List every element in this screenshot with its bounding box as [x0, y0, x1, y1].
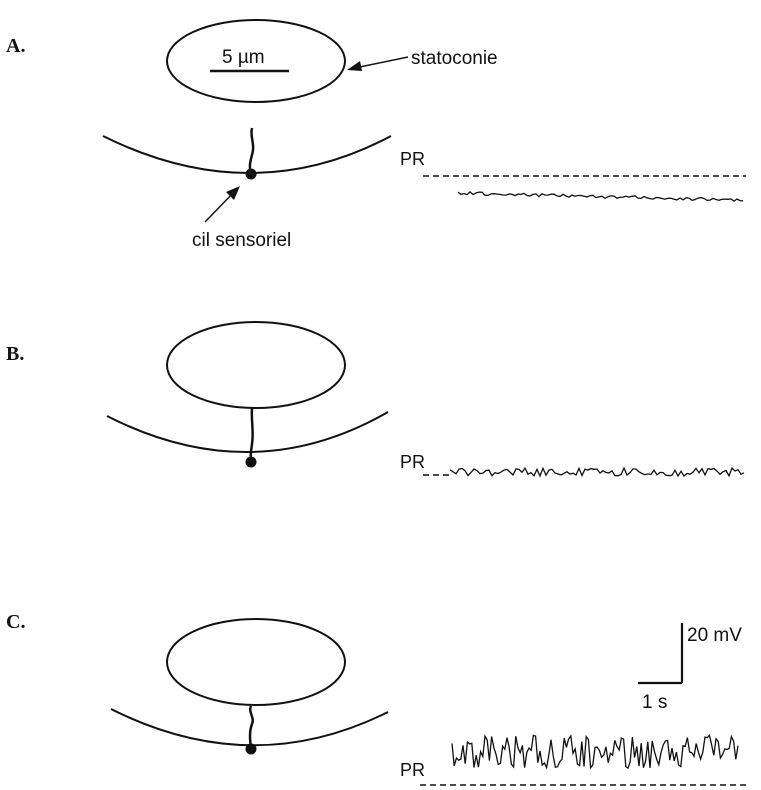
cil-arrowhead [226, 186, 240, 200]
panel-a: A. 5 µm statoconie cil sensoriel PR [6, 19, 746, 251]
scale-bar-label: 5 µm [222, 47, 265, 68]
panel-a-trace [457, 191, 744, 202]
panel-c: C. 20 mV 1 s PR [6, 611, 746, 786]
voltage-scale-label: 20 mV [687, 625, 742, 646]
panel-a-pr-label: PR [400, 149, 425, 169]
cell-body [245, 168, 257, 180]
time-scale-label: 1 s [642, 692, 667, 713]
panel-b-trace [449, 466, 745, 478]
cilium [248, 705, 254, 750]
panel-a-label: A. [6, 35, 25, 57]
cell-body [245, 456, 257, 468]
cell-body [245, 743, 257, 755]
statoconia [166, 321, 346, 409]
panel-b-pr-label: PR [400, 452, 425, 472]
statoconie-label: statoconie [411, 48, 498, 69]
statoconie-arrowhead [347, 61, 362, 71]
panel-c-trace [451, 733, 739, 770]
cilium [249, 407, 254, 463]
panel-b: B. PR [6, 321, 745, 478]
cil-label: cil sensoriel [192, 230, 291, 251]
panel-c-label: C. [6, 611, 25, 633]
panel-c-pr-label: PR [400, 760, 425, 780]
statoconia [166, 19, 346, 103]
membrane [102, 135, 392, 174]
statoconia [166, 618, 346, 706]
cilium [248, 127, 255, 175]
panel-b-label: B. [6, 343, 24, 365]
membrane [106, 411, 389, 453]
